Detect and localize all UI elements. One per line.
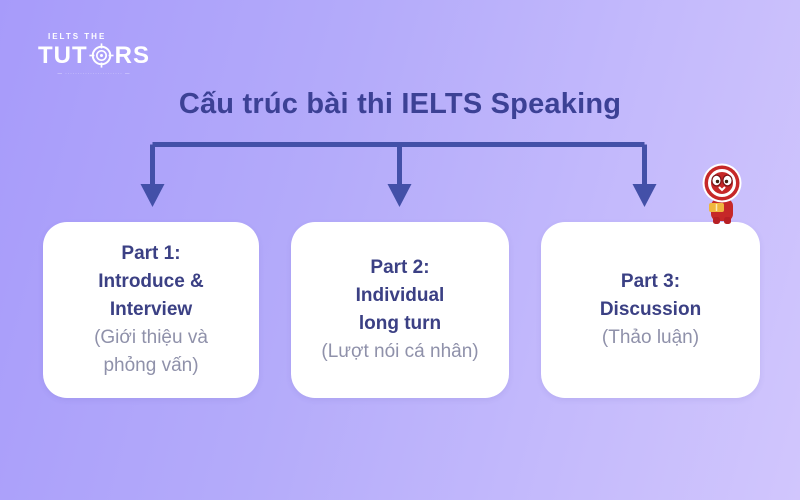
arrow-down-icon bbox=[387, 184, 412, 207]
mascot-leg bbox=[724, 217, 731, 224]
tutors-mascot bbox=[702, 163, 742, 224]
logo-tagline: — ······················· — bbox=[57, 71, 131, 76]
part1-card: Part 1: Introduce & Interview (Giới thiệ… bbox=[43, 222, 259, 398]
part1-subtitle-line: (Giới thiệu và bbox=[94, 327, 208, 348]
logo-wordmark: TUT RS bbox=[38, 42, 150, 69]
part2-title-line: long turn bbox=[358, 313, 442, 334]
arrow-down-icon bbox=[632, 184, 657, 207]
part1-title-line: Interview bbox=[109, 299, 193, 320]
mascot-leg bbox=[713, 217, 720, 224]
part3-title-line: Discussion bbox=[599, 299, 702, 320]
logo-word-left: TUT bbox=[38, 41, 88, 69]
target-icon bbox=[89, 43, 114, 68]
logo-top-text: IELTS THE bbox=[48, 32, 107, 41]
arrow-down-icon bbox=[140, 184, 165, 207]
logo-word-right: RS bbox=[114, 41, 150, 69]
part2-title-line: Individual bbox=[355, 285, 445, 306]
part2-card: Part 2: Individual long turn (Lượt nói c… bbox=[291, 222, 509, 398]
part2-subtitle-line: (Lượt nói cá nhân) bbox=[321, 341, 479, 362]
mascot-mouth bbox=[718, 186, 726, 192]
part3-card: Part 3: Discussion (Thảo luận) bbox=[541, 222, 760, 398]
brand-logo: IELTS THE TUT RS — ·····················… bbox=[38, 32, 150, 76]
page-title: Cấu trúc bài thi IELTS Speaking bbox=[178, 88, 622, 120]
part1-subtitle-line: phỏng vấn) bbox=[103, 355, 199, 376]
part1-title-line: Part 1: bbox=[121, 243, 181, 264]
part1-title-line: Introduce & bbox=[98, 271, 204, 292]
part3-subtitle-line: (Thảo luận) bbox=[601, 327, 700, 348]
part3-title-line: Part 3: bbox=[620, 271, 681, 292]
part2-title-line: Part 2: bbox=[370, 257, 430, 278]
